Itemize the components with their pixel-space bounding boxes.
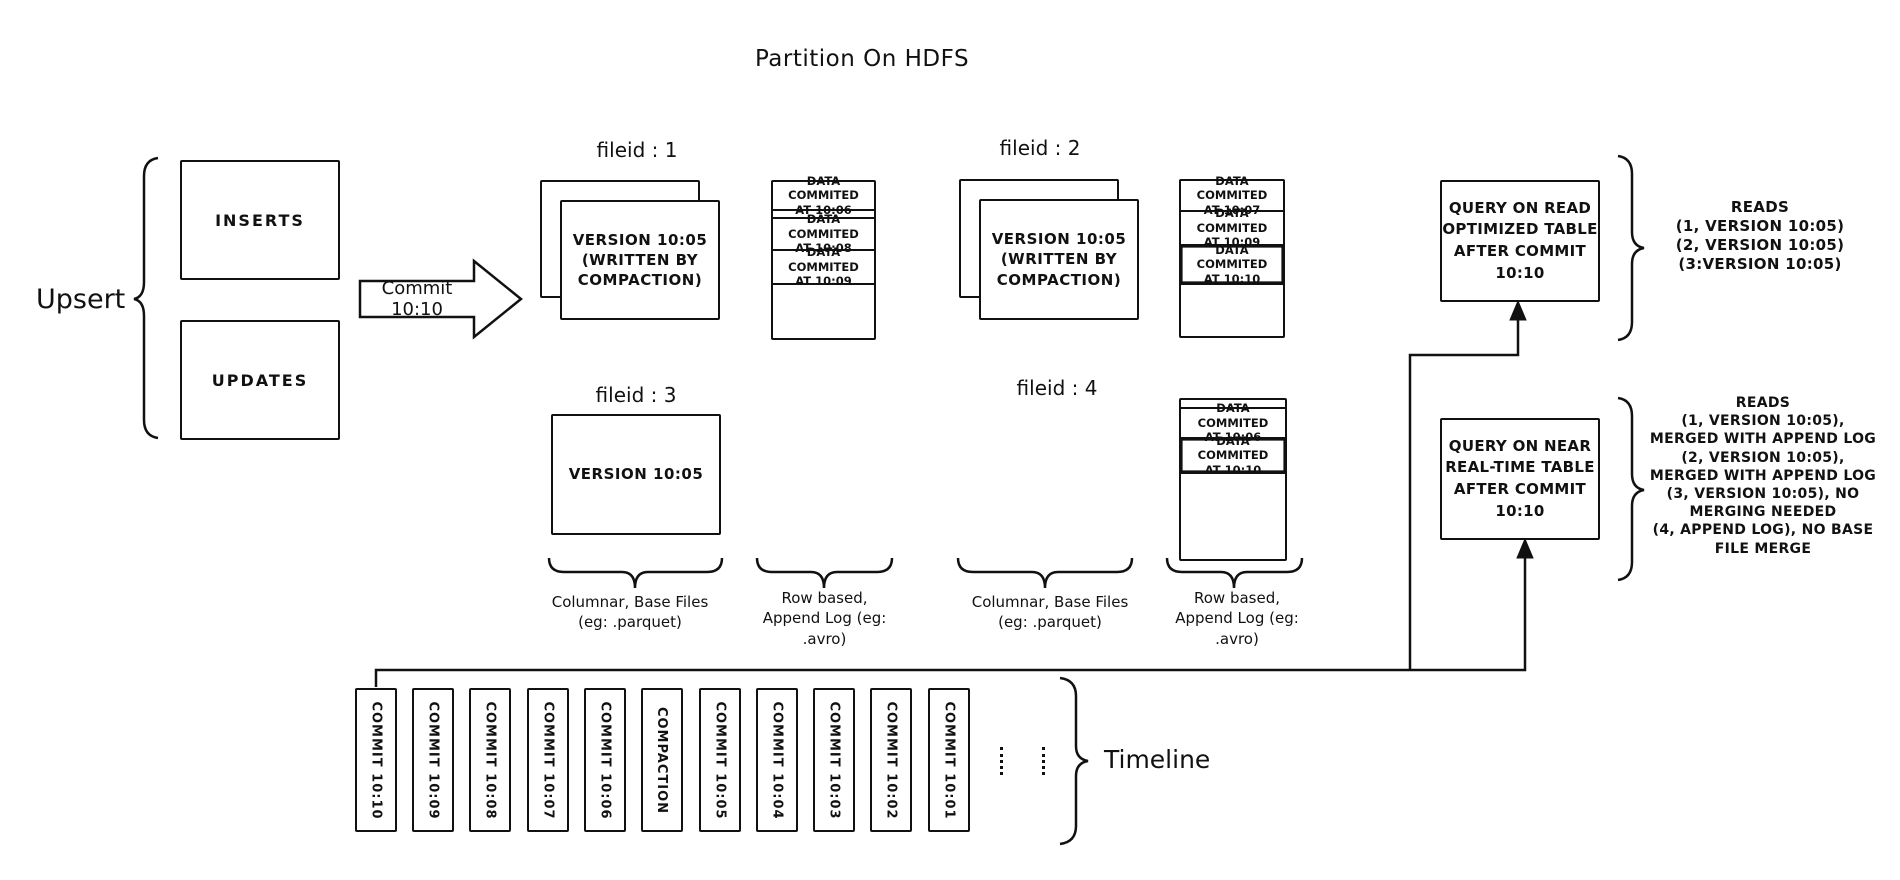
timeline-entry: COMMIT 10:04 [769, 700, 785, 820]
timeline-commit-box: COMMIT 10:04 [756, 688, 798, 832]
timeline-commit-box: COMMIT 10:02 [870, 688, 912, 832]
timeline-ellipsis-dots [1042, 747, 1045, 775]
log-row: DATA COMMITED AT 10:06 [773, 174, 874, 217]
rowbased-brace-1 [755, 557, 894, 589]
arrowhead-read-optimized [1509, 299, 1527, 321]
timeline-ellipsis-dots [1000, 747, 1003, 775]
log-gap-row [773, 211, 874, 219]
upsert-label: Upsert [36, 284, 126, 315]
timeline-commit-box: COMMIT 10:06 [584, 688, 626, 832]
updates-box: UPDATES [180, 320, 340, 440]
timeline-entry: COMMIT 10:05 [712, 700, 728, 820]
reads-brace-1 [1617, 154, 1645, 342]
timeline-commit-box: COMMIT 10:09 [412, 688, 454, 832]
inserts-box: INSERTS [180, 160, 340, 280]
arrowhead-near-realtime [1516, 537, 1534, 559]
query-read-optimized-box: QUERY ON READ OPTIMIZED TABLE AFTER COMM… [1440, 180, 1600, 302]
columnar-brace-2 [956, 557, 1134, 589]
diagram-title: Partition On HDFS [754, 46, 970, 72]
timeline-commit-box: COMMIT 10:03 [813, 688, 855, 832]
row-based-append-log-label-1: Row based, Append Log (eg: .avro) [762, 589, 887, 648]
timeline-commit-box: COMMIT 10:08 [469, 688, 511, 832]
timeline-entry: COMPACTION [654, 706, 670, 814]
log-row: DATA COMMITED AT 10:09 [773, 245, 874, 288]
log-row: DATA COMMITED AT 10:08 [773, 212, 874, 255]
timeline-commit-box: COMMIT 10:01 [928, 688, 970, 832]
log-empty-space [1181, 285, 1283, 336]
fileid-2-label: fileid : 2 [999, 136, 1081, 160]
timeline-commit-box: COMMIT 10:07 [527, 688, 569, 832]
columnar-brace-1 [547, 557, 724, 589]
rowbased-brace-2 [1165, 557, 1304, 589]
timeline-entry: COMMIT 10:03 [826, 700, 842, 820]
timeline-entry: COMMIT 10:07 [540, 700, 556, 820]
query-near-realtime-box: QUERY ON NEAR REAL-TIME TABLE AFTER COMM… [1440, 418, 1600, 540]
timeline-commit-box: COMMIT 10:10 [355, 688, 397, 832]
log-row-latest-commit: DATA COMMITED AT 10:10 [1181, 243, 1283, 286]
timeline-entry: COMMIT 10:08 [482, 700, 498, 820]
log-empty-space [1181, 474, 1285, 559]
row-based-append-log-label-2: Row based, Append Log (eg: .avro) [1175, 589, 1299, 648]
upsert-brace [133, 156, 159, 440]
reads-near-realtime: READS (1, VERSION 10:05), MERGED WITH AP… [1649, 395, 1877, 557]
commit-arrow-shape [358, 258, 523, 340]
timeline-entry: COMMIT 10:01 [941, 700, 957, 820]
fileid-2-append-log: DATA COMMITED AT 10:07 DATA COMMITED AT … [1179, 174, 1285, 338]
timeline-connector [374, 556, 1527, 687]
reads-brace-2 [1617, 396, 1645, 582]
reads-read-optimized: READS (1, VERSION 10:05) (2, VERSION 10:… [1675, 198, 1845, 274]
columnar-base-files-label-2: Columnar, Base Files (eg: .parquet) [971, 593, 1129, 632]
fileid-3-base-file: VERSION 10:05 [551, 414, 721, 535]
fileid-3-label: fileid : 3 [595, 383, 677, 407]
fileid-4-append-log: DATA COMMITED AT 10:06 DATA COMMITED AT … [1179, 398, 1287, 561]
fileid-1-label: fileid : 1 [596, 138, 678, 162]
log-row: DATA COMMITED AT 10:09 [1181, 206, 1283, 249]
timeline-brace [1059, 676, 1089, 846]
timeline-entry: COMMIT 10:02 [883, 700, 899, 820]
fileid-2-base-file: VERSION 10:05 (WRITTEN BY COMPACTION) [979, 199, 1139, 320]
timeline-entry: COMMIT 10:09 [425, 700, 441, 820]
timeline-commit-box: COMMIT 10:05 [699, 688, 741, 832]
fileid-1-base-file: VERSION 10:05 (WRITTEN BY COMPACTION) [560, 200, 720, 320]
columnar-base-files-label-1: Columnar, Base Files (eg: .parquet) [551, 593, 709, 632]
log-gap-row [1181, 400, 1285, 409]
fileid-4-label: fileid : 4 [1016, 376, 1098, 400]
log-empty-space [773, 285, 874, 338]
read-optimized-connector [1408, 318, 1520, 670]
commit-arrow-label: Commit 10:10 [381, 278, 453, 320]
log-row-latest-commit: DATA COMMITED AT 10:10 [1181, 434, 1285, 477]
fileid-1-append-log: DATA COMMITED AT 10:06 DATA COMMITED AT … [771, 174, 876, 340]
timeline-compaction-box: COMPACTION [641, 688, 683, 832]
timeline-entry: COMMIT 10:10 [368, 700, 384, 820]
timeline-label: Timeline [1104, 745, 1211, 774]
timeline-entry: COMMIT 10:06 [597, 700, 613, 820]
